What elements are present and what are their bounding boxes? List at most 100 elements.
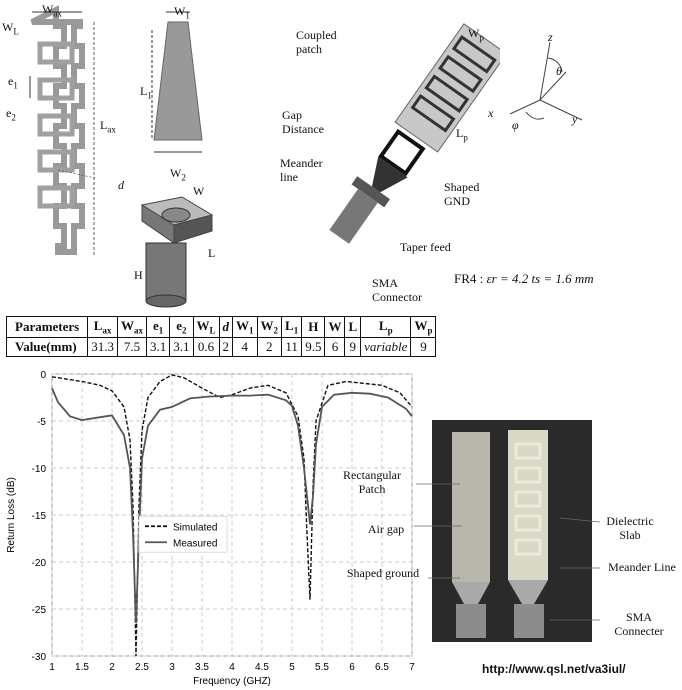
x-axis-label: Frequency (GHZ) bbox=[193, 676, 271, 687]
antenna-photo bbox=[432, 420, 592, 642]
table-header-cell: W1 bbox=[232, 316, 258, 338]
x-tick-label: 3 bbox=[169, 662, 175, 673]
label-w2: W2 bbox=[170, 166, 186, 183]
table-header-cell: L bbox=[344, 316, 362, 338]
label-wl: WL bbox=[2, 20, 19, 37]
x-tick-label: 4.5 bbox=[255, 662, 269, 673]
table-header-cell: Lp bbox=[360, 316, 412, 338]
x-tick-label: 1.5 bbox=[75, 662, 89, 673]
x-tick-label: 3.5 bbox=[195, 662, 209, 673]
label-h: H bbox=[134, 268, 143, 282]
table-header-cell: L1 bbox=[281, 316, 303, 338]
y-tick-label: -20 bbox=[32, 558, 47, 569]
label-fr4: FR4 : εr = 4.2 ts = 1.6 mm bbox=[454, 271, 594, 286]
table-value-cell: variable bbox=[360, 336, 412, 357]
coordinate-axes bbox=[509, 41, 583, 121]
x-tick-label: 5.5 bbox=[315, 662, 329, 673]
x-tick-label: 1 bbox=[49, 662, 55, 673]
table-value-cell: 11 bbox=[281, 336, 303, 357]
label-axis-z: z bbox=[548, 30, 553, 44]
photo-label-air-gap: Air gap bbox=[367, 522, 405, 536]
y-tick-label: -30 bbox=[32, 652, 47, 663]
x-tick-label: 7 bbox=[409, 662, 415, 673]
photo-label-dielectric-slab: Dielectric Slab bbox=[606, 514, 654, 542]
table-value-cell: 7.5 bbox=[117, 336, 147, 357]
sma-box-drawing bbox=[140, 196, 214, 308]
photo-label-meander-line: Meander Line bbox=[608, 560, 676, 574]
label-gap-distance: Gap Distance bbox=[282, 108, 324, 136]
y-tick-label: -10 bbox=[32, 464, 47, 475]
y-tick-label: -15 bbox=[32, 511, 47, 522]
label-w: W bbox=[193, 184, 205, 198]
label-l1: L1 bbox=[140, 84, 152, 101]
x-tick-label: 2.5 bbox=[135, 662, 149, 673]
label-wp: Wp bbox=[468, 26, 484, 43]
table-value-cell: 6 bbox=[324, 336, 346, 357]
table-value-cell: 9 bbox=[344, 336, 362, 357]
table-value-cell: 4 bbox=[232, 336, 258, 357]
label-axis-theta: θ bbox=[556, 64, 562, 78]
label-e2: e2 bbox=[6, 106, 16, 123]
label-coupled-patch: Coupled patch bbox=[296, 28, 337, 56]
y-tick-label: -5 bbox=[37, 417, 46, 428]
table-header-cell: W2 bbox=[256, 316, 283, 338]
series-line-simulated bbox=[51, 374, 413, 657]
photo-label-shaped-ground: Shaped ground bbox=[346, 566, 420, 580]
series-line-measured bbox=[51, 387, 413, 624]
legend-entry: Simulated bbox=[173, 522, 217, 533]
antenna-photo-graphic bbox=[452, 430, 548, 638]
label-shaped-gnd: Shaped GND bbox=[444, 180, 480, 208]
table-value-cell: 0.6 bbox=[192, 336, 220, 357]
label-lax: Lax bbox=[100, 118, 116, 135]
table-header-label: Parameters bbox=[5, 316, 89, 338]
table-header-cell: Wp bbox=[410, 316, 437, 338]
photo-label-rect-patch: Rectangular Patch bbox=[343, 468, 401, 496]
label-axis-phi: φ bbox=[512, 118, 519, 132]
table-header-cell: WL bbox=[192, 316, 220, 338]
label-e1: e1 bbox=[8, 74, 18, 91]
label-d: d bbox=[118, 178, 124, 192]
legend-box bbox=[138, 515, 228, 553]
table-header-cell: H bbox=[301, 316, 326, 338]
taper-feed-drawing bbox=[151, 11, 203, 153]
legend-entry: Measured bbox=[173, 538, 217, 549]
label-taper-feed: Taper feed bbox=[400, 240, 451, 254]
table-value-label: Value(mm) bbox=[5, 336, 89, 357]
table-value-cell: 3.1 bbox=[145, 336, 171, 357]
photo-callout-lines bbox=[414, 483, 600, 621]
x-tick-label: 4 bbox=[229, 662, 235, 673]
label-wax: Wax bbox=[42, 2, 62, 19]
label-w1: W1 bbox=[174, 4, 190, 21]
x-tick-label: 2 bbox=[109, 662, 115, 673]
table-value-cell: 9.5 bbox=[301, 336, 326, 357]
y-tick-label: 0 bbox=[40, 370, 46, 381]
table-header-cell: d bbox=[218, 316, 233, 338]
table-header-cell: Lax bbox=[87, 316, 118, 338]
table-value-cell: 2 bbox=[218, 336, 233, 357]
table-value-cell: 31.3 bbox=[87, 336, 118, 357]
label-axis-x: x bbox=[488, 106, 494, 120]
label-l: L bbox=[208, 246, 216, 260]
source-url[interactable]: http://www.qsl.net/va3iul/ bbox=[482, 662, 626, 676]
table-header-cell: Wax bbox=[117, 316, 147, 338]
x-tick-label: 5 bbox=[289, 662, 295, 673]
table-value-cell: 3.1 bbox=[169, 336, 194, 357]
label-lp: Lp bbox=[456, 126, 468, 143]
table-value-cell: 2 bbox=[256, 336, 283, 357]
meander-patch-drawing bbox=[29, 5, 96, 255]
table-header-cell: e2 bbox=[169, 316, 194, 338]
coupled-patch-3d-drawing bbox=[329, 23, 500, 244]
y-tick-label: -25 bbox=[32, 605, 47, 616]
y-axis-label: Return Loss (dB) bbox=[6, 477, 17, 553]
x-tick-label: 6.5 bbox=[375, 662, 389, 673]
label-meander-line: Meander line bbox=[280, 156, 323, 184]
x-tick-label: 6 bbox=[349, 662, 355, 673]
table-header-cell: W bbox=[324, 316, 346, 338]
table-header-cell: e1 bbox=[145, 316, 171, 338]
return-loss-chart: 1 1.5 2 2.5 3 3.5 4 4.5 5 5.5 6 6.5 7 0 -5 -10 -15 -20 -25… bbox=[6, 370, 415, 687]
photo-label-sma-connecter: SMA Connecter bbox=[614, 610, 664, 638]
label-axis-y: y bbox=[572, 112, 578, 126]
table-value-cell: 9 bbox=[410, 336, 437, 357]
